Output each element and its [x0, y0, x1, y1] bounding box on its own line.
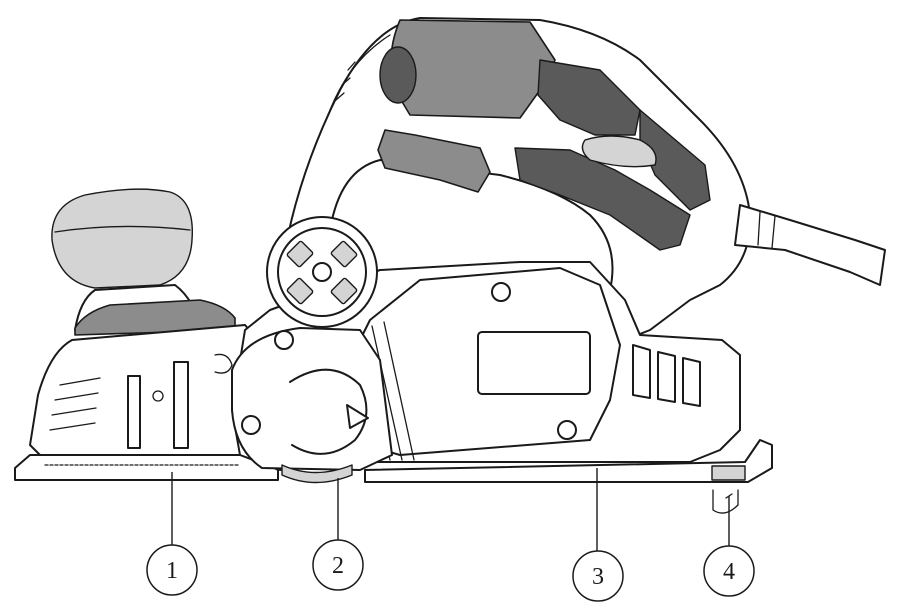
cutter-drum — [281, 464, 353, 484]
callout-number: 4 — [723, 559, 735, 585]
callout-circle — [146, 544, 198, 596]
callout-2: 2 — [312, 539, 364, 591]
callout-number: 2 — [332, 553, 344, 579]
callout-circle — [703, 545, 755, 597]
front-base-plate — [14, 454, 279, 481]
callout-3: 3 — [572, 550, 624, 602]
callout-circle — [572, 550, 624, 602]
leader-lines — [171, 468, 730, 552]
callout-4: 4 — [703, 545, 755, 597]
callout-number: 1 — [166, 558, 178, 584]
front-shoe-housing — [29, 324, 263, 456]
callout-1: 1 — [146, 544, 198, 596]
power-cord — [734, 204, 886, 286]
callout-number: 3 — [592, 564, 604, 590]
handle-grip — [379, 19, 711, 251]
pulley-cover — [231, 282, 577, 471]
rear-base-plate — [364, 439, 773, 483]
front-knob — [51, 188, 236, 336]
depth-adjust-dial — [266, 216, 378, 328]
callout-circle — [312, 539, 364, 591]
trigger-switch — [377, 129, 491, 193]
parking-foot — [712, 489, 739, 514]
